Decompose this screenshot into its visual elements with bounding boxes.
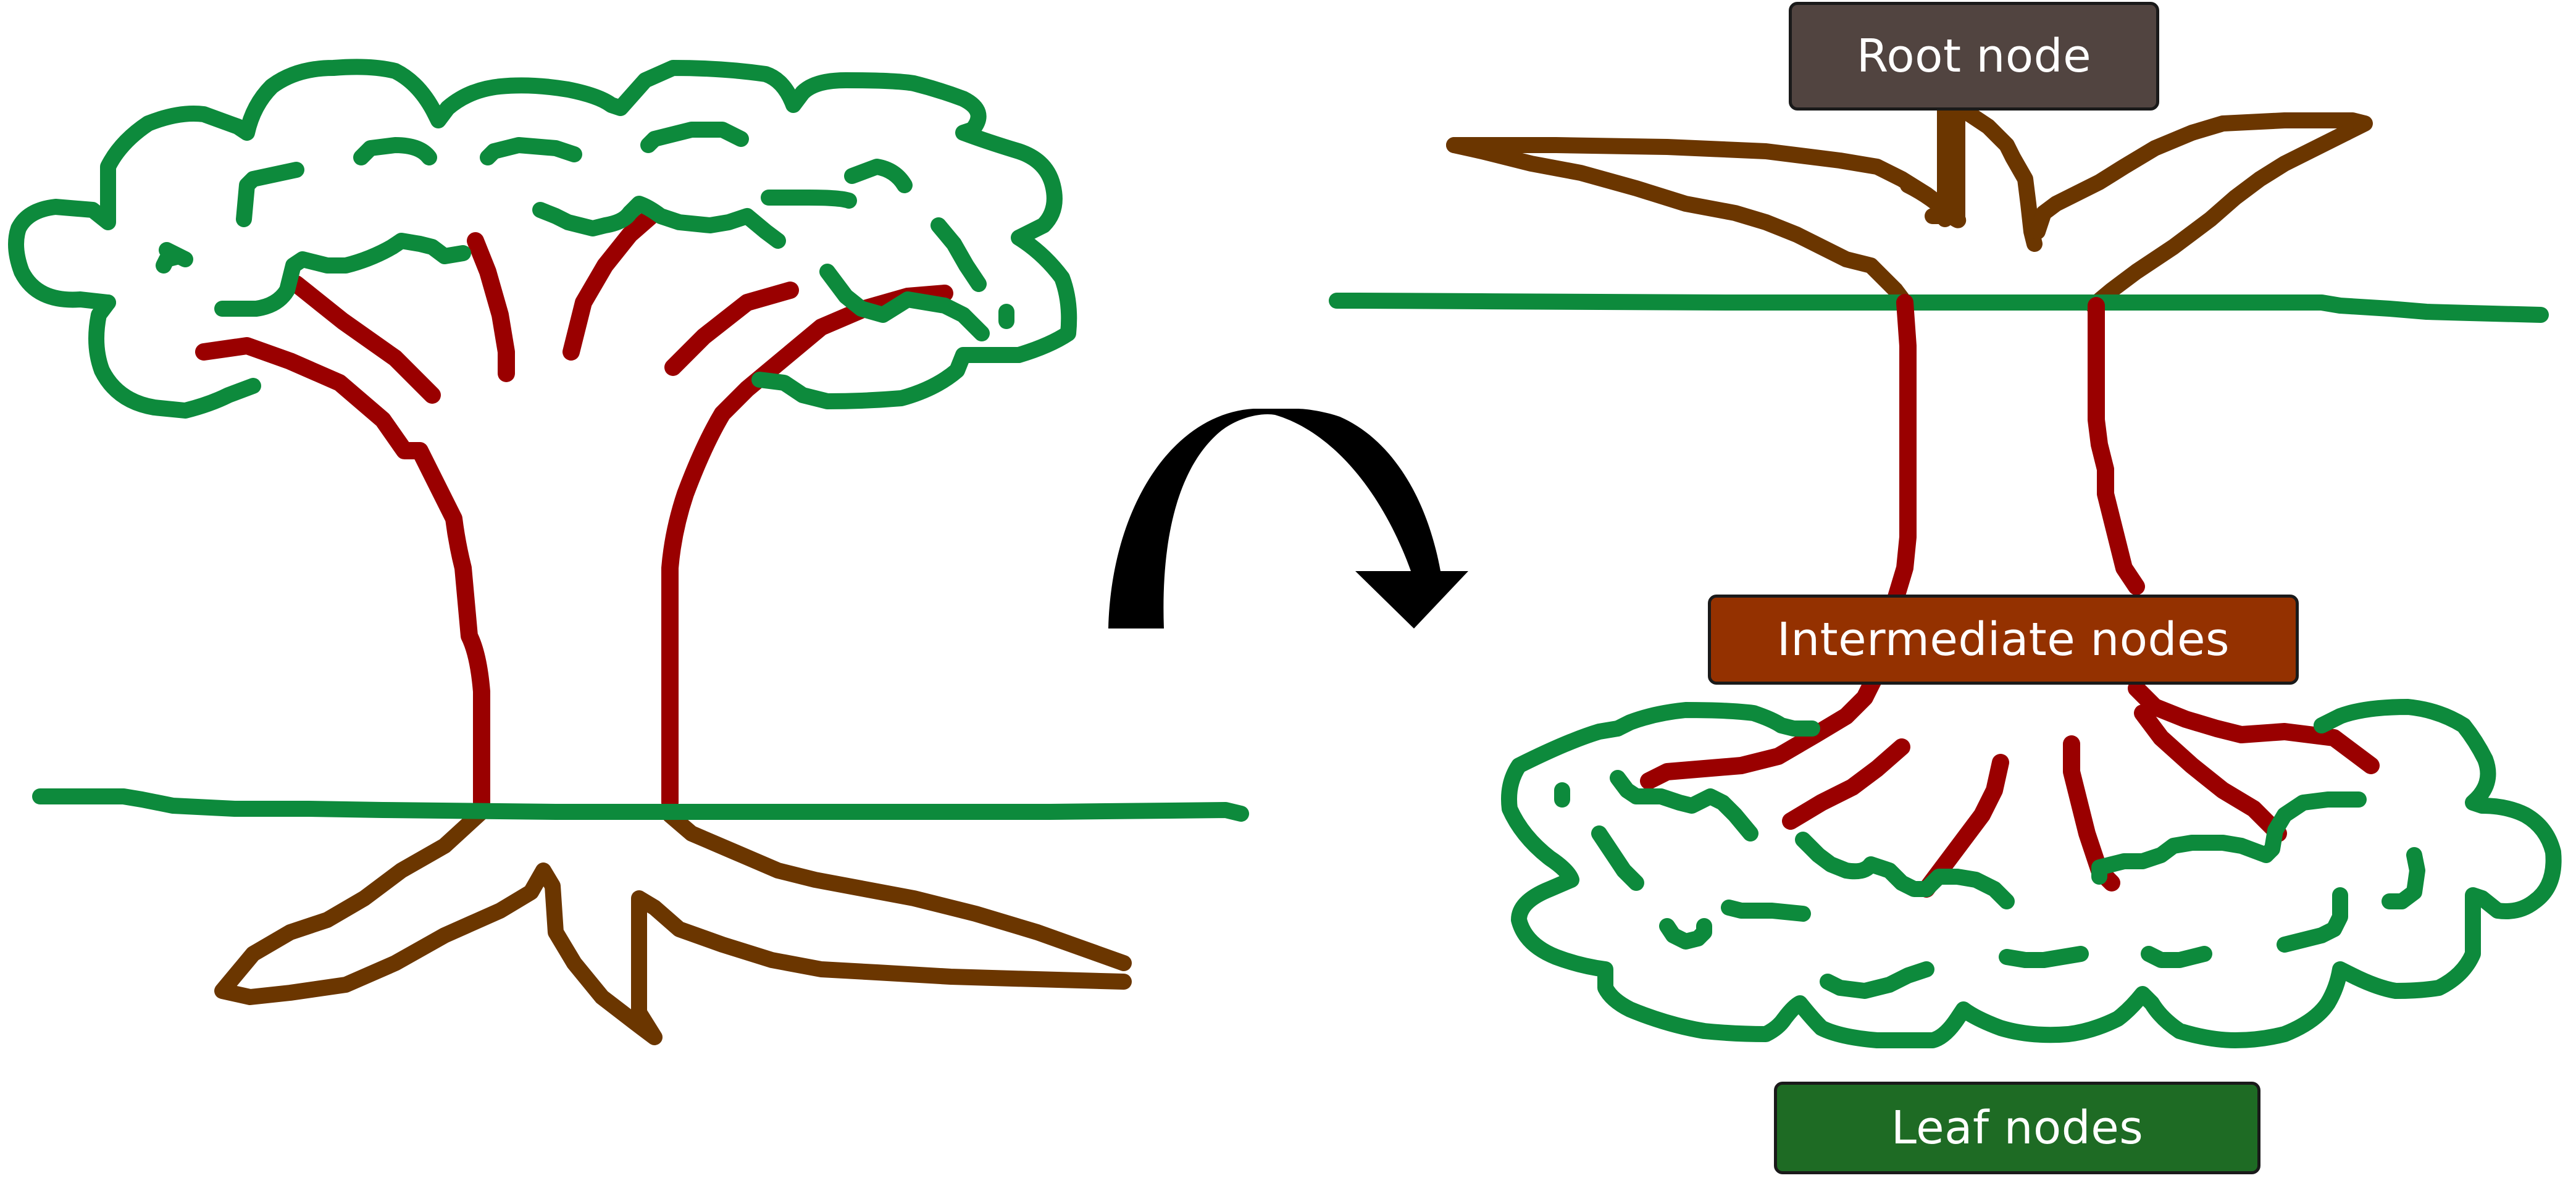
inverted-tree-icon [1329, 97, 2562, 1049]
tree-icon [8, 59, 1249, 1045]
inverted-tree-canopy [1501, 699, 2562, 1049]
curved-arrow-icon [1108, 409, 1468, 628]
inverted-tree-roots [1446, 97, 2373, 314]
tree-roots [214, 804, 1132, 1045]
ground-line-left [32, 788, 1249, 822]
tree-branches [195, 204, 953, 811]
ground-line-right [1329, 293, 2549, 323]
root-node-text: Root node [1856, 30, 2092, 83]
leaf-nodes-text: Leaf nodes [1891, 1101, 2144, 1155]
root-node-label: Root node [1789, 2, 2159, 111]
tree-canopy [8, 59, 1077, 419]
intermediate-nodes-text: Intermediate nodes [1776, 613, 2230, 666]
leaf-nodes-label: Leaf nodes [1774, 1082, 2260, 1174]
intermediate-nodes-label: Intermediate nodes [1708, 595, 2299, 685]
